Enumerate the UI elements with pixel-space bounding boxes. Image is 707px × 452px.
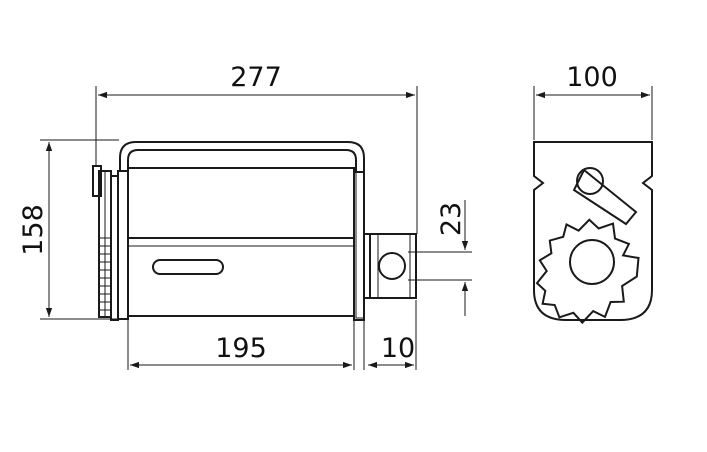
label-100: 100 [566, 62, 618, 93]
dim-shaft-length: 10 [363, 300, 417, 370]
u-frame [119, 141, 365, 172]
dim-body-length: 195 [127, 320, 355, 370]
dim-shaft-diameter: 23 [408, 200, 472, 316]
dim-overall-length: 277 [95, 62, 418, 234]
ratchet-gear [535, 218, 640, 325]
side-plate-outline [533, 141, 653, 321]
right-side-plate [353, 171, 365, 321]
gear-hub [569, 239, 615, 285]
front-view: 277 158 195 10 23 [18, 62, 472, 370]
shaft-hole [378, 252, 406, 280]
label-10: 10 [381, 333, 415, 364]
label-158: 158 [18, 204, 49, 256]
label-23: 23 [436, 202, 467, 236]
strap-slot [152, 259, 224, 275]
winch-shaft [363, 233, 417, 299]
label-195: 195 [215, 333, 267, 364]
side-view: 100 [533, 62, 653, 325]
dim-side-width: 100 [533, 62, 653, 140]
ratchet-side-plate [92, 165, 129, 321]
winch-body [127, 167, 355, 317]
label-277: 277 [230, 62, 282, 93]
pawl-lever [572, 167, 638, 226]
dim-height: 158 [18, 139, 119, 320]
